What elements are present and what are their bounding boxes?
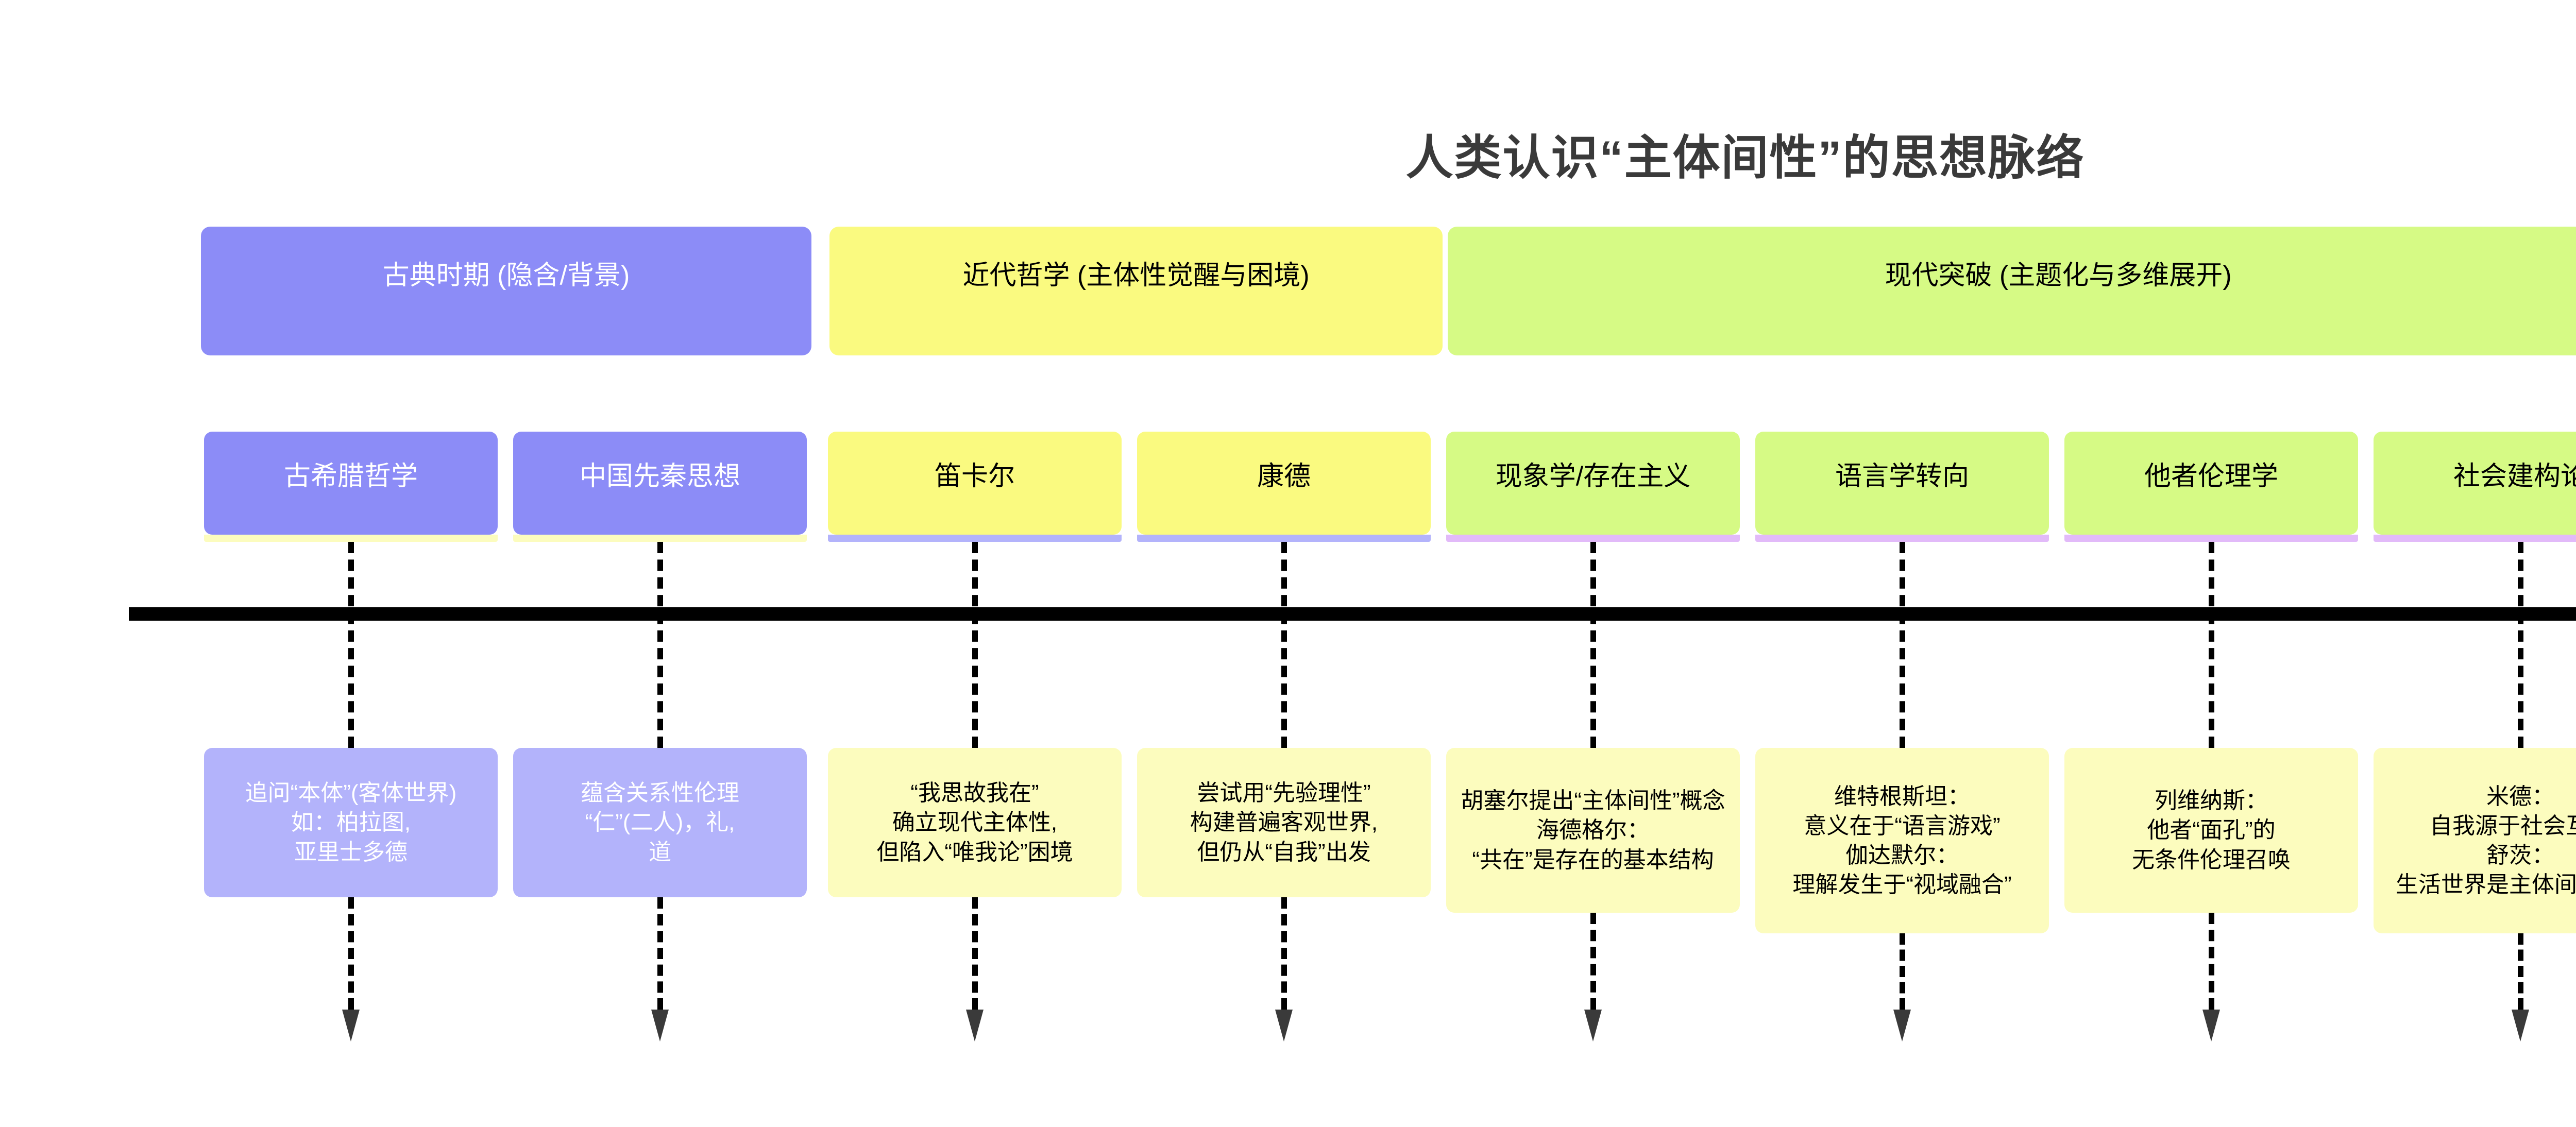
- description-other-ethics-desc[interactable]: 列维纳斯： 他者“面孔”的 无条件伦理召唤: [2064, 748, 2358, 913]
- connector-arrow-icon-phenomenology: [1584, 1010, 1602, 1041]
- node-label: 中国先秦思想: [579, 462, 740, 491]
- node-label: 笛卡尔: [934, 462, 1015, 491]
- node-accent-strip: [1446, 535, 1740, 542]
- era-band-classical[interactable]: 古典时期 (隐含/背景): [201, 227, 811, 355]
- node-greek[interactable]: 古希腊哲学: [204, 432, 498, 542]
- node-label: 社会建构论: [2453, 462, 2576, 491]
- description-text: “我思故我在” 确立现代主体性, 但陷入“唯我论”困境: [876, 780, 1073, 865]
- description-descartes-desc[interactable]: “我思故我在” 确立现代主体性, 但陷入“唯我论”困境: [828, 748, 1122, 897]
- era-band-modern-philosophy[interactable]: 近代哲学 (主体性觉醒与困境): [829, 227, 1443, 355]
- node-accent-strip: [204, 535, 498, 542]
- connector-arrow-icon-descartes: [966, 1010, 984, 1041]
- node-other-ethics[interactable]: 他者伦理学: [2064, 432, 2358, 542]
- description-text: 追问“本体”(客体世界) 如：柏拉图, 亚里士多德: [245, 780, 457, 865]
- node-label: 现象学/存在主义: [1495, 462, 1691, 491]
- era-band-label: 现代突破 (主题化与多维展开): [1885, 261, 2232, 291]
- connector-arrow-icon-linguistic-turn: [1893, 1010, 1911, 1041]
- description-pre-qin-desc[interactable]: 蕴含关系性伦理 “仁”(二人)，礼, 道: [513, 748, 807, 897]
- node-linguistic-turn[interactable]: 语言学转向: [1755, 432, 2049, 542]
- connector-dash-upper-pre-qin: [657, 542, 663, 748]
- connector-dash-lower-phenomenology: [1590, 913, 1596, 1010]
- description-linguistic-turn-desc[interactable]: 维特根斯坦： 意义在于“语言游戏” 伽达默尔： 理解发生于“视域融合”: [1755, 748, 2049, 933]
- connector-dash-upper-phenomenology: [1590, 542, 1596, 748]
- era-band-label: 古典时期 (隐含/背景): [382, 261, 630, 291]
- node-pre-qin[interactable]: 中国先秦思想: [513, 432, 807, 542]
- connector-dash-lower-descartes: [972, 897, 978, 1010]
- description-social-constructionism-desc[interactable]: 米德： 自我源于社会互动 舒茨： 生活世界是主体间共享的: [2374, 748, 2576, 933]
- node-accent-strip: [513, 535, 807, 542]
- connector-dash-upper-greek: [348, 542, 354, 748]
- connector-dash-lower-linguistic-turn: [1900, 933, 1905, 1010]
- era-band-modern-breakthrough[interactable]: 现代突破 (主题化与多维展开): [1448, 227, 2576, 355]
- connector-dash-lower-kant: [1281, 897, 1287, 1010]
- description-text: 米德： 自我源于社会互动 舒茨： 生活世界是主体间共享的: [2396, 783, 2576, 898]
- connector-dash-upper-linguistic-turn: [1900, 542, 1905, 748]
- description-text: 胡塞尔提出“主体间性”概念 海德格尔： “共在”是存在的基本结构: [1461, 788, 1725, 873]
- node-label: 古希腊哲学: [283, 462, 418, 491]
- connector-dash-upper-descartes: [972, 542, 978, 748]
- connector-arrow-icon-social-constructionism: [2512, 1010, 2529, 1041]
- node-accent-strip: [828, 535, 1122, 542]
- node-social-constructionism[interactable]: 社会建构论: [2374, 432, 2576, 542]
- description-kant-desc[interactable]: 尝试用“先验理性” 构建普遍客观世界, 但仍从“自我”出发: [1137, 748, 1431, 897]
- node-accent-strip: [2374, 535, 2576, 542]
- node-label: 康德: [1257, 462, 1311, 491]
- page-title: 人类认识“主体间性”的思想脉络: [1405, 132, 2085, 184]
- connector-dash-lower-other-ethics: [2209, 913, 2214, 1010]
- description-text: 尝试用“先验理性” 构建普遍客观世界, 但仍从“自我”出发: [1190, 780, 1378, 865]
- era-band-label: 近代哲学 (主体性觉醒与困境): [962, 261, 1310, 291]
- node-accent-strip: [1137, 535, 1431, 542]
- connector-arrow-icon-pre-qin: [651, 1010, 669, 1041]
- description-phenomenology-desc[interactable]: 胡塞尔提出“主体间性”概念 海德格尔： “共在”是存在的基本结构: [1446, 748, 1740, 913]
- node-kant[interactable]: 康德: [1137, 432, 1431, 542]
- description-text: 维特根斯坦： 意义在于“语言游戏” 伽达默尔： 理解发生于“视域融合”: [1792, 783, 2012, 898]
- node-descartes[interactable]: 笛卡尔: [828, 432, 1122, 542]
- node-label: 语言学转向: [1835, 462, 1969, 491]
- connector-dash-lower-pre-qin: [657, 897, 663, 1010]
- description-greek-desc[interactable]: 追问“本体”(客体世界) 如：柏拉图, 亚里士多德: [204, 748, 498, 897]
- node-phenomenology[interactable]: 现象学/存在主义: [1446, 432, 1740, 542]
- connector-dash-upper-social-constructionism: [2518, 542, 2523, 748]
- connector-arrow-icon-greek: [342, 1010, 360, 1041]
- connector-dash-upper-other-ethics: [2209, 542, 2214, 748]
- connector-arrow-icon-kant: [1275, 1010, 1293, 1041]
- description-text: 列维纳斯： 他者“面孔”的 无条件伦理召唤: [2132, 788, 2291, 873]
- connector-dash-upper-kant: [1281, 542, 1287, 748]
- node-accent-strip: [1755, 535, 2049, 542]
- timeline-axis: [129, 607, 2576, 621]
- connector-dash-lower-social-constructionism: [2518, 933, 2523, 1010]
- connector-dash-lower-greek: [348, 897, 354, 1010]
- connector-arrow-icon-other-ethics: [2202, 1010, 2220, 1041]
- node-label: 他者伦理学: [2144, 462, 2278, 491]
- description-text: 蕴含关系性伦理 “仁”(二人)，礼, 道: [581, 780, 739, 865]
- node-accent-strip: [2064, 535, 2358, 542]
